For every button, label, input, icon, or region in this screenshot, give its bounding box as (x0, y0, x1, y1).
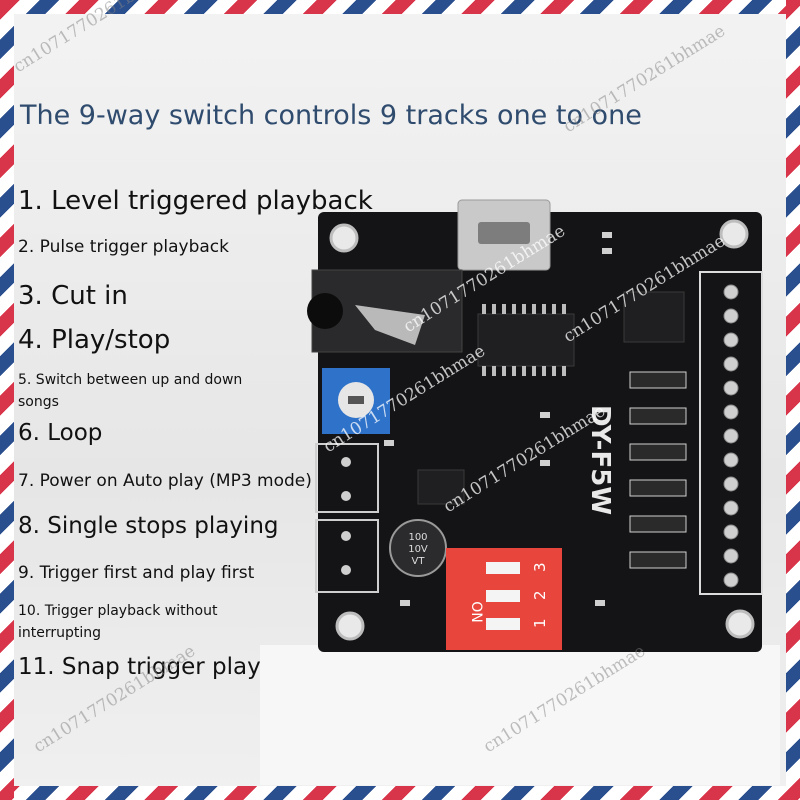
smd-part (595, 600, 605, 606)
header-pin (723, 308, 739, 324)
smd-part (602, 248, 612, 254)
main-ic (477, 313, 575, 367)
terminal-outline (315, 519, 379, 593)
mounting-hole (335, 611, 365, 641)
header-pin (723, 524, 739, 540)
smd-part (540, 412, 550, 418)
resistor (629, 371, 687, 389)
resistor (629, 443, 687, 461)
flash-chip (623, 291, 685, 343)
resistor (629, 479, 687, 497)
airmail-border-bottom (0, 786, 800, 800)
header-pin (723, 500, 739, 516)
header-pin (723, 428, 739, 444)
audio-jack-hole (307, 293, 343, 329)
board-model-label: DY-F5W (585, 405, 615, 515)
header-pin (723, 404, 739, 420)
dip-switch-lever-1 (486, 618, 520, 630)
feature-4: 4. Play/stop (18, 325, 171, 355)
airmail-border-right (786, 0, 800, 800)
header-pin (723, 548, 739, 564)
mounting-hole (725, 609, 755, 639)
dip-switch-lever-2 (486, 590, 520, 602)
usb-port (478, 222, 530, 244)
amplifier-chip (417, 469, 465, 505)
jack-clip (355, 305, 425, 345)
headline: The 9-way switch controls 9 tracks one t… (20, 100, 642, 131)
resistor (629, 551, 687, 569)
mounting-hole (329, 223, 359, 253)
terminal-outline (315, 443, 379, 513)
capacitor-voltage: 10V (408, 544, 428, 555)
header-pin (723, 572, 739, 588)
airmail-border-top (0, 0, 800, 14)
dip-switch-on-label: ON (468, 601, 484, 623)
dip-switch-number-2: 2 (531, 590, 549, 600)
feature-1: 1. Level triggered playback (18, 186, 373, 216)
header-pin (723, 476, 739, 492)
dip-switch-lever-3 (486, 562, 520, 574)
dip-switch-number-1: 1 (531, 618, 549, 628)
feature-11: 11. Snap trigger play (18, 654, 261, 680)
header-pin (723, 380, 739, 396)
dip-switch-number-3: 3 (531, 562, 549, 572)
feature-3: 3. Cut in (18, 281, 128, 311)
header-pin (723, 332, 739, 348)
feature-8: 8. Single stops playing (18, 513, 279, 539)
smd-part (602, 232, 612, 238)
capacitor-type: VT (412, 556, 426, 567)
pin-header-outline (699, 271, 763, 595)
mounting-hole (719, 219, 749, 249)
feature-9: 9. Trigger first and play first (18, 563, 255, 583)
smd-part (400, 600, 410, 606)
airmail-border-left (0, 0, 14, 800)
potentiometer-slot (348, 396, 364, 404)
feature-2: 2. Pulse trigger playback (18, 237, 229, 257)
feature-5: 5. Switch between up and down songs (18, 372, 243, 410)
capacitor-value: 100 (408, 532, 427, 543)
background-panel (260, 645, 780, 785)
header-pin (723, 284, 739, 300)
feature-10: 10. Trigger playback without interruptin… (18, 603, 218, 641)
resistor (629, 407, 687, 425)
header-pin (723, 356, 739, 372)
resistor (629, 515, 687, 533)
smd-part (540, 460, 550, 466)
feature-7: 7. Power on Auto play (MP3 mode) (18, 471, 312, 491)
smd-part (384, 440, 394, 446)
feature-6: 6. Loop (18, 420, 103, 446)
header-pin (723, 452, 739, 468)
